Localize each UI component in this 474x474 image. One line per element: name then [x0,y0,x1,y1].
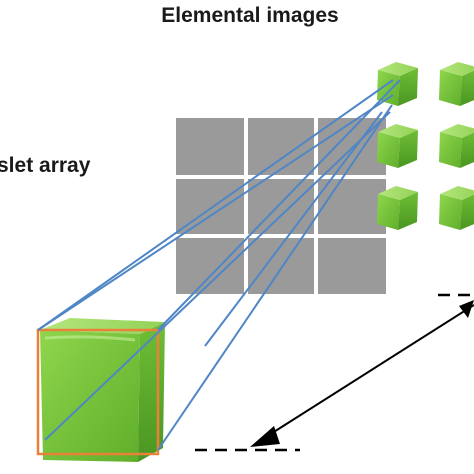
object-cube [40,318,165,462]
ray-5 [157,104,393,451]
ray-3 [157,79,401,331]
ray-6 [204,111,383,347]
lenslet-array-label: slet array [0,154,91,177]
elemental-image-cube-icon [439,62,474,106]
object-bounding-box [36,328,160,456]
elemental-images-label: Elemental images [161,4,338,27]
lenslet-array-grid [176,118,386,294]
ray-1 [37,79,394,331]
ray-4 [44,111,391,441]
elemental-image-cube-icon [439,186,474,230]
ray-2 [37,94,394,331]
elemental-image-cube-icon [377,124,418,168]
elemental-images-array [377,62,474,230]
elemental-image-cube-icon [377,186,418,230]
optical-rays [37,79,401,451]
double-headed-arrow-icon [250,300,474,447]
elemental-image-cube-icon [439,124,474,168]
